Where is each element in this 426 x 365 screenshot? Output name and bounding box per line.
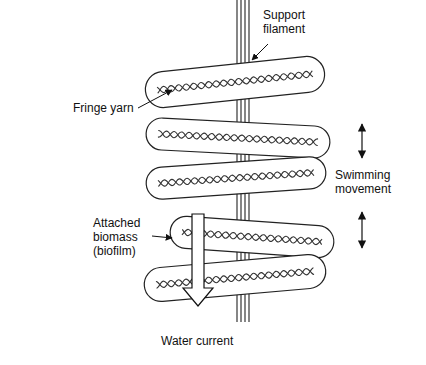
yarn-strand xyxy=(157,71,313,94)
part-label: Support filament xyxy=(262,8,318,36)
yarn-strand xyxy=(158,169,314,186)
water-current-arrow xyxy=(183,214,213,306)
part-label: Fringe yarn xyxy=(72,101,135,115)
yarn-strand xyxy=(158,131,318,146)
yarn-strand xyxy=(158,169,314,186)
yarn-strand xyxy=(158,131,318,146)
yarn-strand xyxy=(156,268,314,289)
leader-lines xyxy=(138,44,268,238)
yarn-strand xyxy=(156,268,314,289)
flow-label: Water current xyxy=(160,334,234,348)
biofilm-loop xyxy=(145,117,330,159)
biofilm-loop xyxy=(143,253,327,303)
part-label: Attached biomass (biofilm) xyxy=(92,216,152,258)
yarn-strand xyxy=(157,71,313,94)
biofilm-loop xyxy=(145,156,327,200)
fringe-loops xyxy=(143,55,335,303)
motion-label: Swimming movement xyxy=(334,168,402,196)
biofilm-loop xyxy=(144,55,327,110)
